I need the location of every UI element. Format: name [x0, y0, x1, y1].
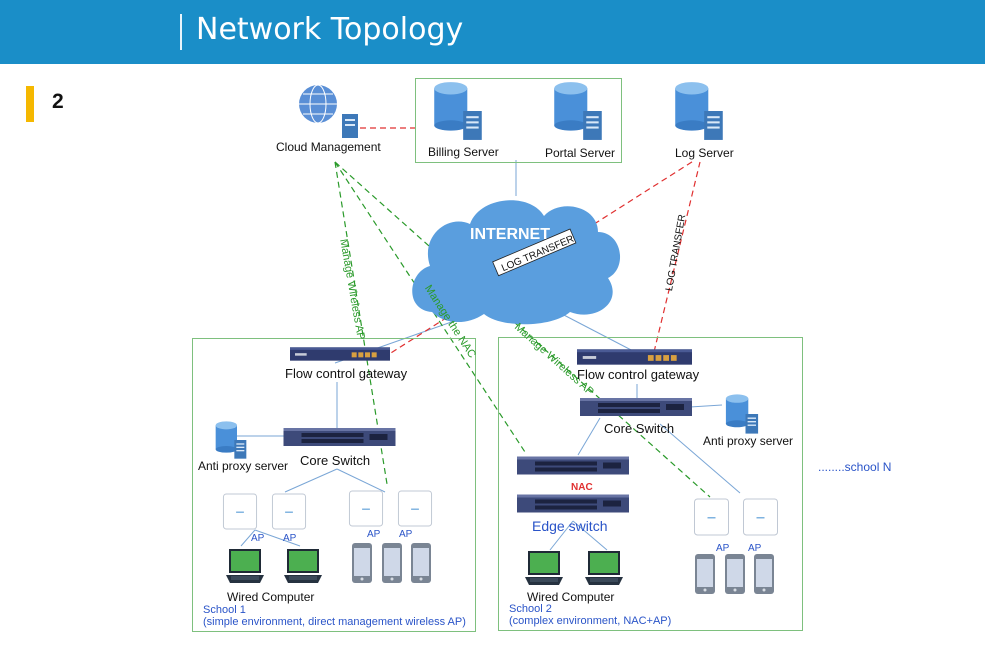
portal-server-label: Portal Server	[545, 146, 616, 160]
core-switch-label: Core Switch	[604, 421, 675, 436]
server-group-box	[415, 78, 622, 163]
ap-label: AP	[283, 533, 297, 544]
globe-icon	[299, 84, 358, 138]
header-bar: Network Topology	[0, 0, 985, 64]
school-2-box	[498, 337, 803, 631]
school-1-description: (simple environment, direct management w…	[203, 616, 466, 628]
school-1-box	[192, 338, 476, 632]
page-title: Network Topology	[196, 12, 464, 47]
wired-computer-label: Wired Computer	[527, 590, 615, 604]
school-n-label: ........school N	[818, 460, 892, 474]
flow-control-gateway-label: Flow control gateway	[285, 366, 408, 381]
log-server-label: Log Server	[675, 146, 734, 160]
flow-control-gateway-label: Flow control gateway	[577, 367, 700, 382]
title-divider	[180, 14, 182, 50]
ap-label: AP	[367, 529, 381, 540]
edge-switch-label: Edge switch	[532, 518, 608, 534]
internet-label: INTERNET	[470, 226, 550, 243]
log-server-icon	[675, 82, 723, 140]
school-2-name: School 2	[509, 603, 552, 615]
billing-server-label: Billing Server	[428, 145, 499, 159]
wired-computer-label: Wired Computer	[227, 590, 315, 604]
ap-label: AP	[251, 533, 265, 544]
ap-label: AP	[748, 543, 762, 554]
slide-number: 2	[52, 90, 64, 113]
core-switch-label: Core Switch	[300, 453, 371, 468]
ap-label: AP	[716, 543, 730, 554]
ap-label: AP	[399, 529, 413, 540]
slide-number-marker	[26, 86, 34, 122]
school-1-name: School 1	[203, 604, 246, 616]
school-2-description: (complex environment, NAC+AP)	[509, 615, 672, 627]
cloud-management-label: Cloud Management	[276, 140, 381, 154]
anti-proxy-server-label: Anti proxy server	[198, 459, 289, 473]
nac-label: NAC	[571, 482, 593, 493]
anti-proxy-server-label: Anti proxy server	[703, 434, 794, 448]
log-transfer-tag	[492, 228, 577, 277]
